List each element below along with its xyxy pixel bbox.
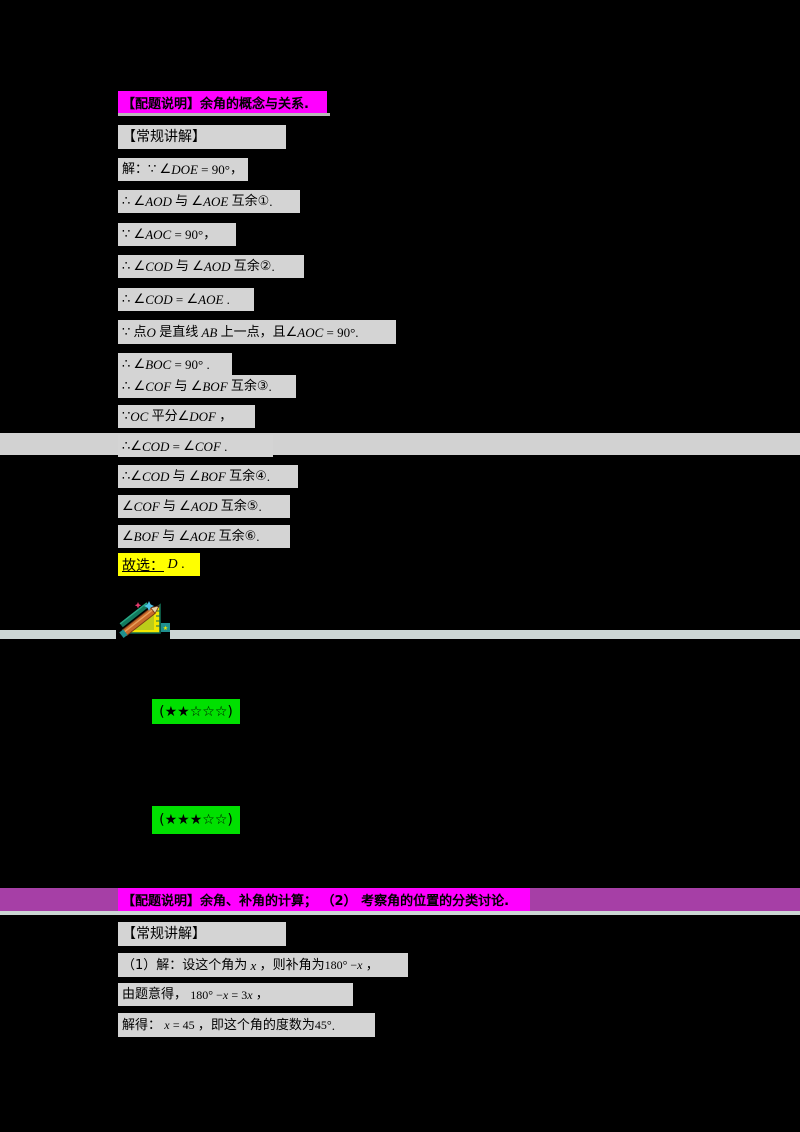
proof-line-11: ∴∠COD 与 ∠BOF 互余④. (118, 465, 298, 488)
proof-line-7: ∴ ∠BOC = 90° . (118, 353, 232, 376)
svg-text:★: ★ (163, 625, 168, 632)
final-answer-highlight: 故选： D . (118, 553, 200, 576)
section2-subheader: 【常规讲解】 (118, 922, 286, 946)
section1-header: 【配题说明】余角的概念与关系. (118, 91, 327, 113)
proof-line-4: ∴ ∠COD 与 ∠AOD 互余②. (118, 255, 304, 278)
proof-line-9: ∵OC 平分∠DOF ， (118, 405, 255, 428)
proof-line-5: ∴ ∠COD = ∠AOE . (118, 288, 254, 311)
proof-line-10: ∴∠COD = ∠COF . (118, 435, 273, 457)
proof-line-13: ∠BOF 与 ∠AOE 互余⑥. (118, 525, 290, 548)
section2-header: 【配题说明】余角、补角的计算； （2） 考察角的位置的分类讨论. (118, 888, 530, 911)
proof-line-3: ∵ ∠AOC = 90°， (118, 223, 236, 246)
difficulty-rating-2: (★★★☆☆) (152, 806, 240, 834)
proof-line-8: ∴ ∠COF 与 ∠BOF 互余③. (118, 375, 296, 398)
proof-line-1: 解：∵ ∠DOE = 90°， (118, 158, 248, 181)
header-band-underline (0, 911, 800, 915)
drafting-tools-icon: ★ (116, 599, 170, 639)
proof-line-12: ∠COF 与 ∠AOD 互余⑤. (118, 495, 290, 518)
background-band-bluegray (0, 630, 800, 639)
section1-subheader: 【常规讲解】 (118, 125, 286, 149)
section1-header-underline (118, 113, 330, 116)
proof-line-2: ∴ ∠AOD 与 ∠AOE 互余①. (118, 190, 300, 213)
difficulty-rating-1: (★★☆☆☆) (152, 699, 240, 724)
